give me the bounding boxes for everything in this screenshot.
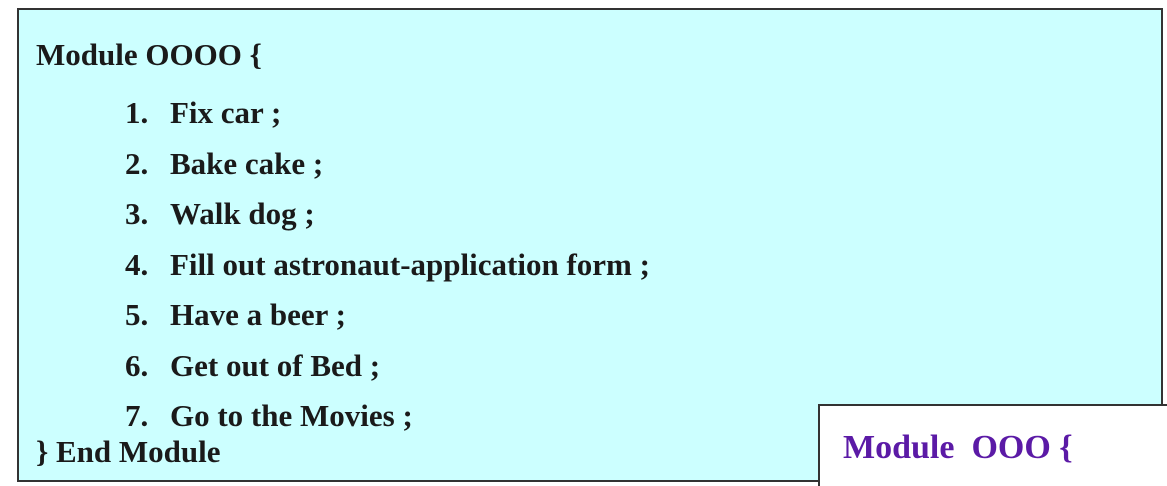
module-header: Module OOOO { bbox=[36, 37, 262, 72]
step-number: 5. bbox=[125, 297, 149, 332]
step-number: 3. bbox=[125, 196, 149, 231]
step-number: 7. bbox=[125, 398, 149, 433]
list-item: 7. Go to the Movies ; bbox=[125, 398, 650, 449]
list-item: 1. Fix car ; bbox=[125, 95, 650, 146]
step-number: 1. bbox=[125, 95, 149, 130]
list-item: 6. Get out of Bed ; bbox=[125, 348, 650, 399]
overlay-module-header: Module OOO { bbox=[843, 429, 1073, 466]
step-list: 1. Fix car ; 2. Bake cake ; 3. Walk dog ; 4… bbox=[125, 95, 650, 449]
step-text: Fill out astronaut-application form ; bbox=[170, 246, 650, 282]
module-box: Module OOOO { 1. Fix car ; 2. Bake cake ; … bbox=[17, 8, 1163, 482]
list-item: 2. Bake cake ; bbox=[125, 146, 650, 197]
step-number: 6. bbox=[125, 347, 149, 383]
step-number: 4. bbox=[125, 246, 149, 282]
overlay-module-box: Module OOO { bbox=[818, 404, 1167, 486]
list-item: 3. Walk dog ; bbox=[125, 196, 650, 247]
step-text: Fix car ; bbox=[170, 95, 282, 130]
step-text: Bake cake ; bbox=[170, 145, 324, 181]
step-text: Walk dog ; bbox=[170, 196, 315, 231]
module-footer: } End Module bbox=[36, 434, 221, 469]
step-number: 2. bbox=[125, 145, 149, 181]
step-text: Go to the Movies ; bbox=[170, 398, 413, 433]
step-text: Have a beer ; bbox=[170, 297, 346, 332]
list-item: 4. Fill out astronaut-application form ; bbox=[125, 247, 650, 298]
step-text: Get out of Bed ; bbox=[170, 347, 381, 383]
list-item: 5. Have a beer ; bbox=[125, 297, 650, 348]
